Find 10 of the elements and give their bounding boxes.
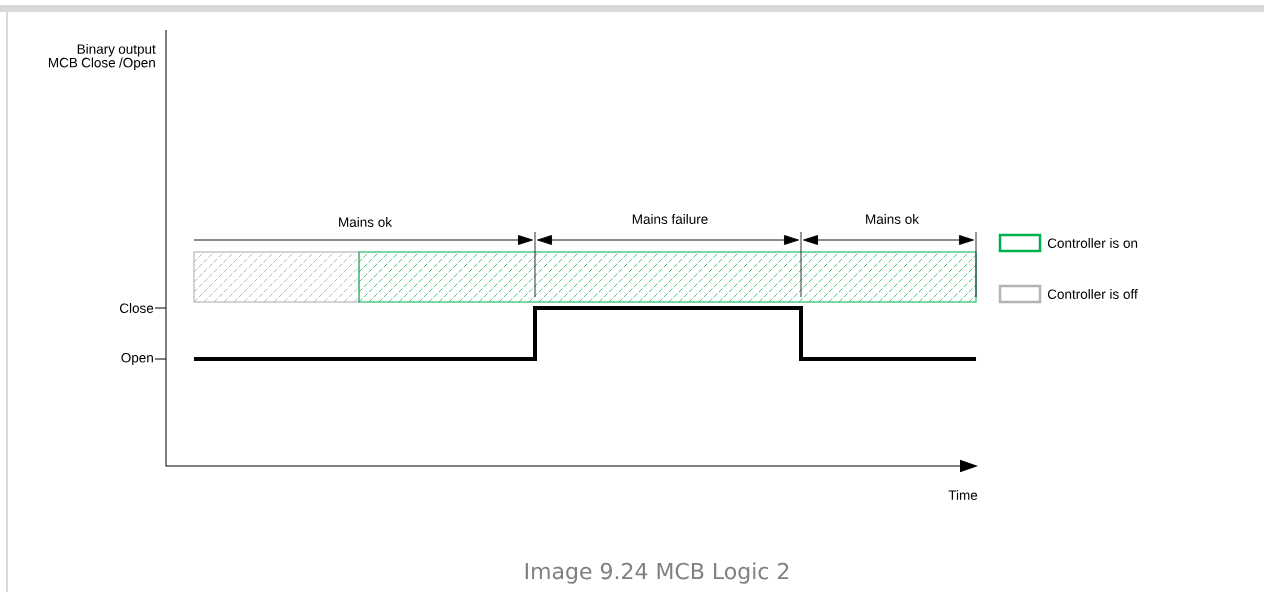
axis-label: Open [121, 352, 153, 366]
period-label: Mains ok [866, 214, 920, 224]
period-label: Mains ok [339, 217, 392, 227]
axis-label: Time [948, 490, 978, 500]
period-label: Mains failure [632, 214, 708, 224]
caption: Image 9.24 MCB Logic 2 [525, 562, 789, 584]
axis-label: Binary output MCB Close /Open [48, 43, 156, 71]
legend-label: Controller is on [1047, 238, 1138, 248]
axis-label: Close [120, 303, 154, 313]
legend-label: Controller is off [1047, 289, 1138, 299]
